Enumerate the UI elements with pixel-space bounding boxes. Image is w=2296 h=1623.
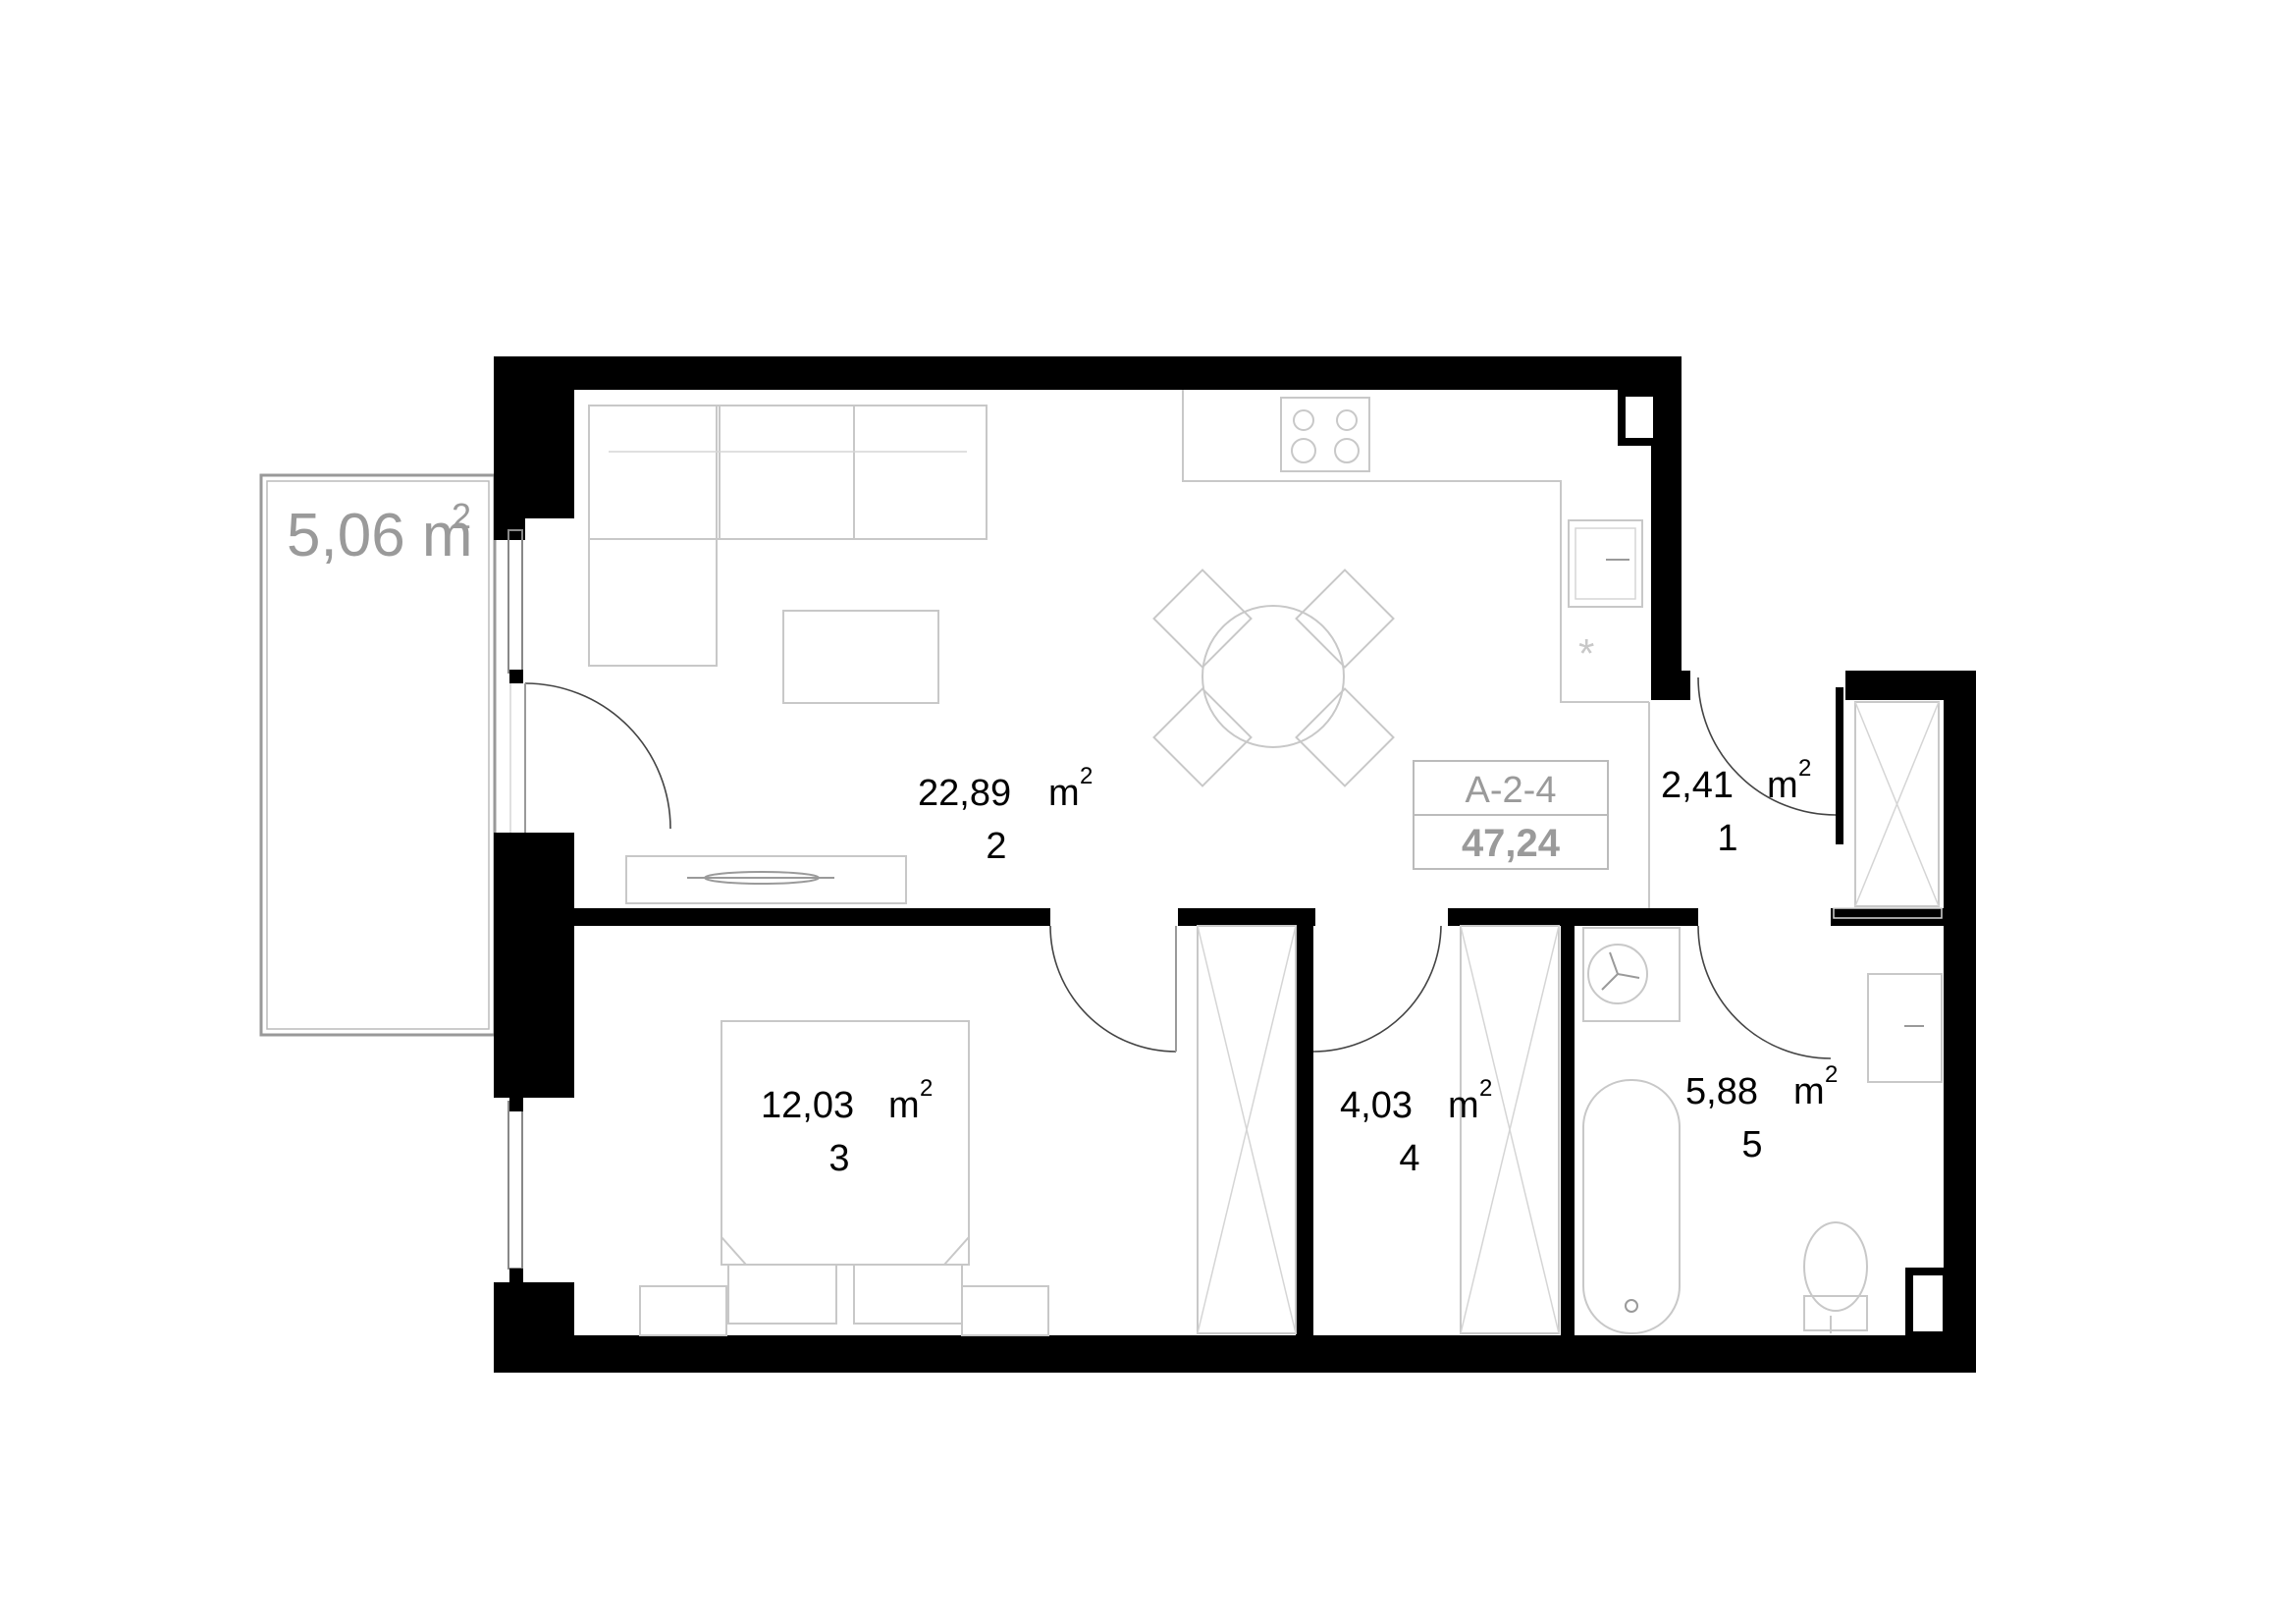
bathroom-fixtures — [1582, 907, 1943, 1334]
room-unit-sup: 2 — [1798, 755, 1811, 782]
sofa — [588, 405, 988, 667]
apartment-id: A-2-4 — [1466, 770, 1557, 811]
balcony-area: 5,06 m — [287, 502, 473, 569]
room-area: 4,03 — [1340, 1085, 1413, 1126]
bed — [639, 1020, 1049, 1336]
balcony-area-sup: 2 — [452, 496, 471, 536]
room-label-2: 22,89 m 2 2 — [918, 763, 1093, 867]
balcony: 5,06 m 2 — [259, 473, 497, 1037]
walls — [494, 356, 1976, 1373]
coffee-table — [782, 610, 939, 704]
room-label-4: 4,03 m 2 4 — [1340, 1075, 1492, 1179]
room-label-1: 2,41 m 2 1 — [1661, 755, 1811, 859]
tv-stand — [625, 855, 907, 904]
dining-set — [1152, 568, 1395, 787]
room-area: 2,41 — [1661, 765, 1734, 806]
room-number: 1 — [1717, 818, 1737, 859]
balcony-door — [509, 682, 671, 833]
room-unit: m — [888, 1085, 920, 1126]
svg-text:*: * — [1578, 630, 1594, 676]
room-number: 4 — [1399, 1138, 1419, 1179]
wardrobe-hall — [1460, 925, 1560, 1334]
room-unit-sup: 2 — [1080, 763, 1093, 789]
room-unit: m — [1448, 1085, 1479, 1126]
entrance-door — [1697, 676, 1837, 816]
bedroom-door — [1049, 925, 1177, 1053]
room-number: 5 — [1741, 1124, 1762, 1165]
room-unit-sup: 2 — [1479, 1075, 1492, 1102]
room-label-5: 5,88 m 2 5 — [1685, 1061, 1838, 1165]
kitchen: * — [1182, 390, 1649, 703]
room-unit-sup: 2 — [1825, 1061, 1838, 1088]
room-area: 12,03 — [761, 1085, 854, 1126]
apartment-label: A-2-4 47,24 — [1413, 760, 1609, 870]
room-number: 3 — [828, 1138, 849, 1179]
hall-door — [1312, 925, 1442, 1053]
room-unit-sup: 2 — [920, 1075, 933, 1102]
room-label-3: 12,03 m 2 3 — [761, 1075, 933, 1179]
room-unit: m — [1048, 773, 1080, 814]
room-unit: m — [1767, 765, 1798, 806]
room-number: 2 — [986, 826, 1006, 867]
room-area: 5,88 — [1685, 1071, 1758, 1112]
apartment-total-area: 47,24 — [1462, 822, 1561, 865]
room-unit: m — [1793, 1071, 1825, 1112]
wardrobe-bedroom — [1197, 925, 1297, 1334]
room-area: 22,89 — [918, 773, 1011, 814]
